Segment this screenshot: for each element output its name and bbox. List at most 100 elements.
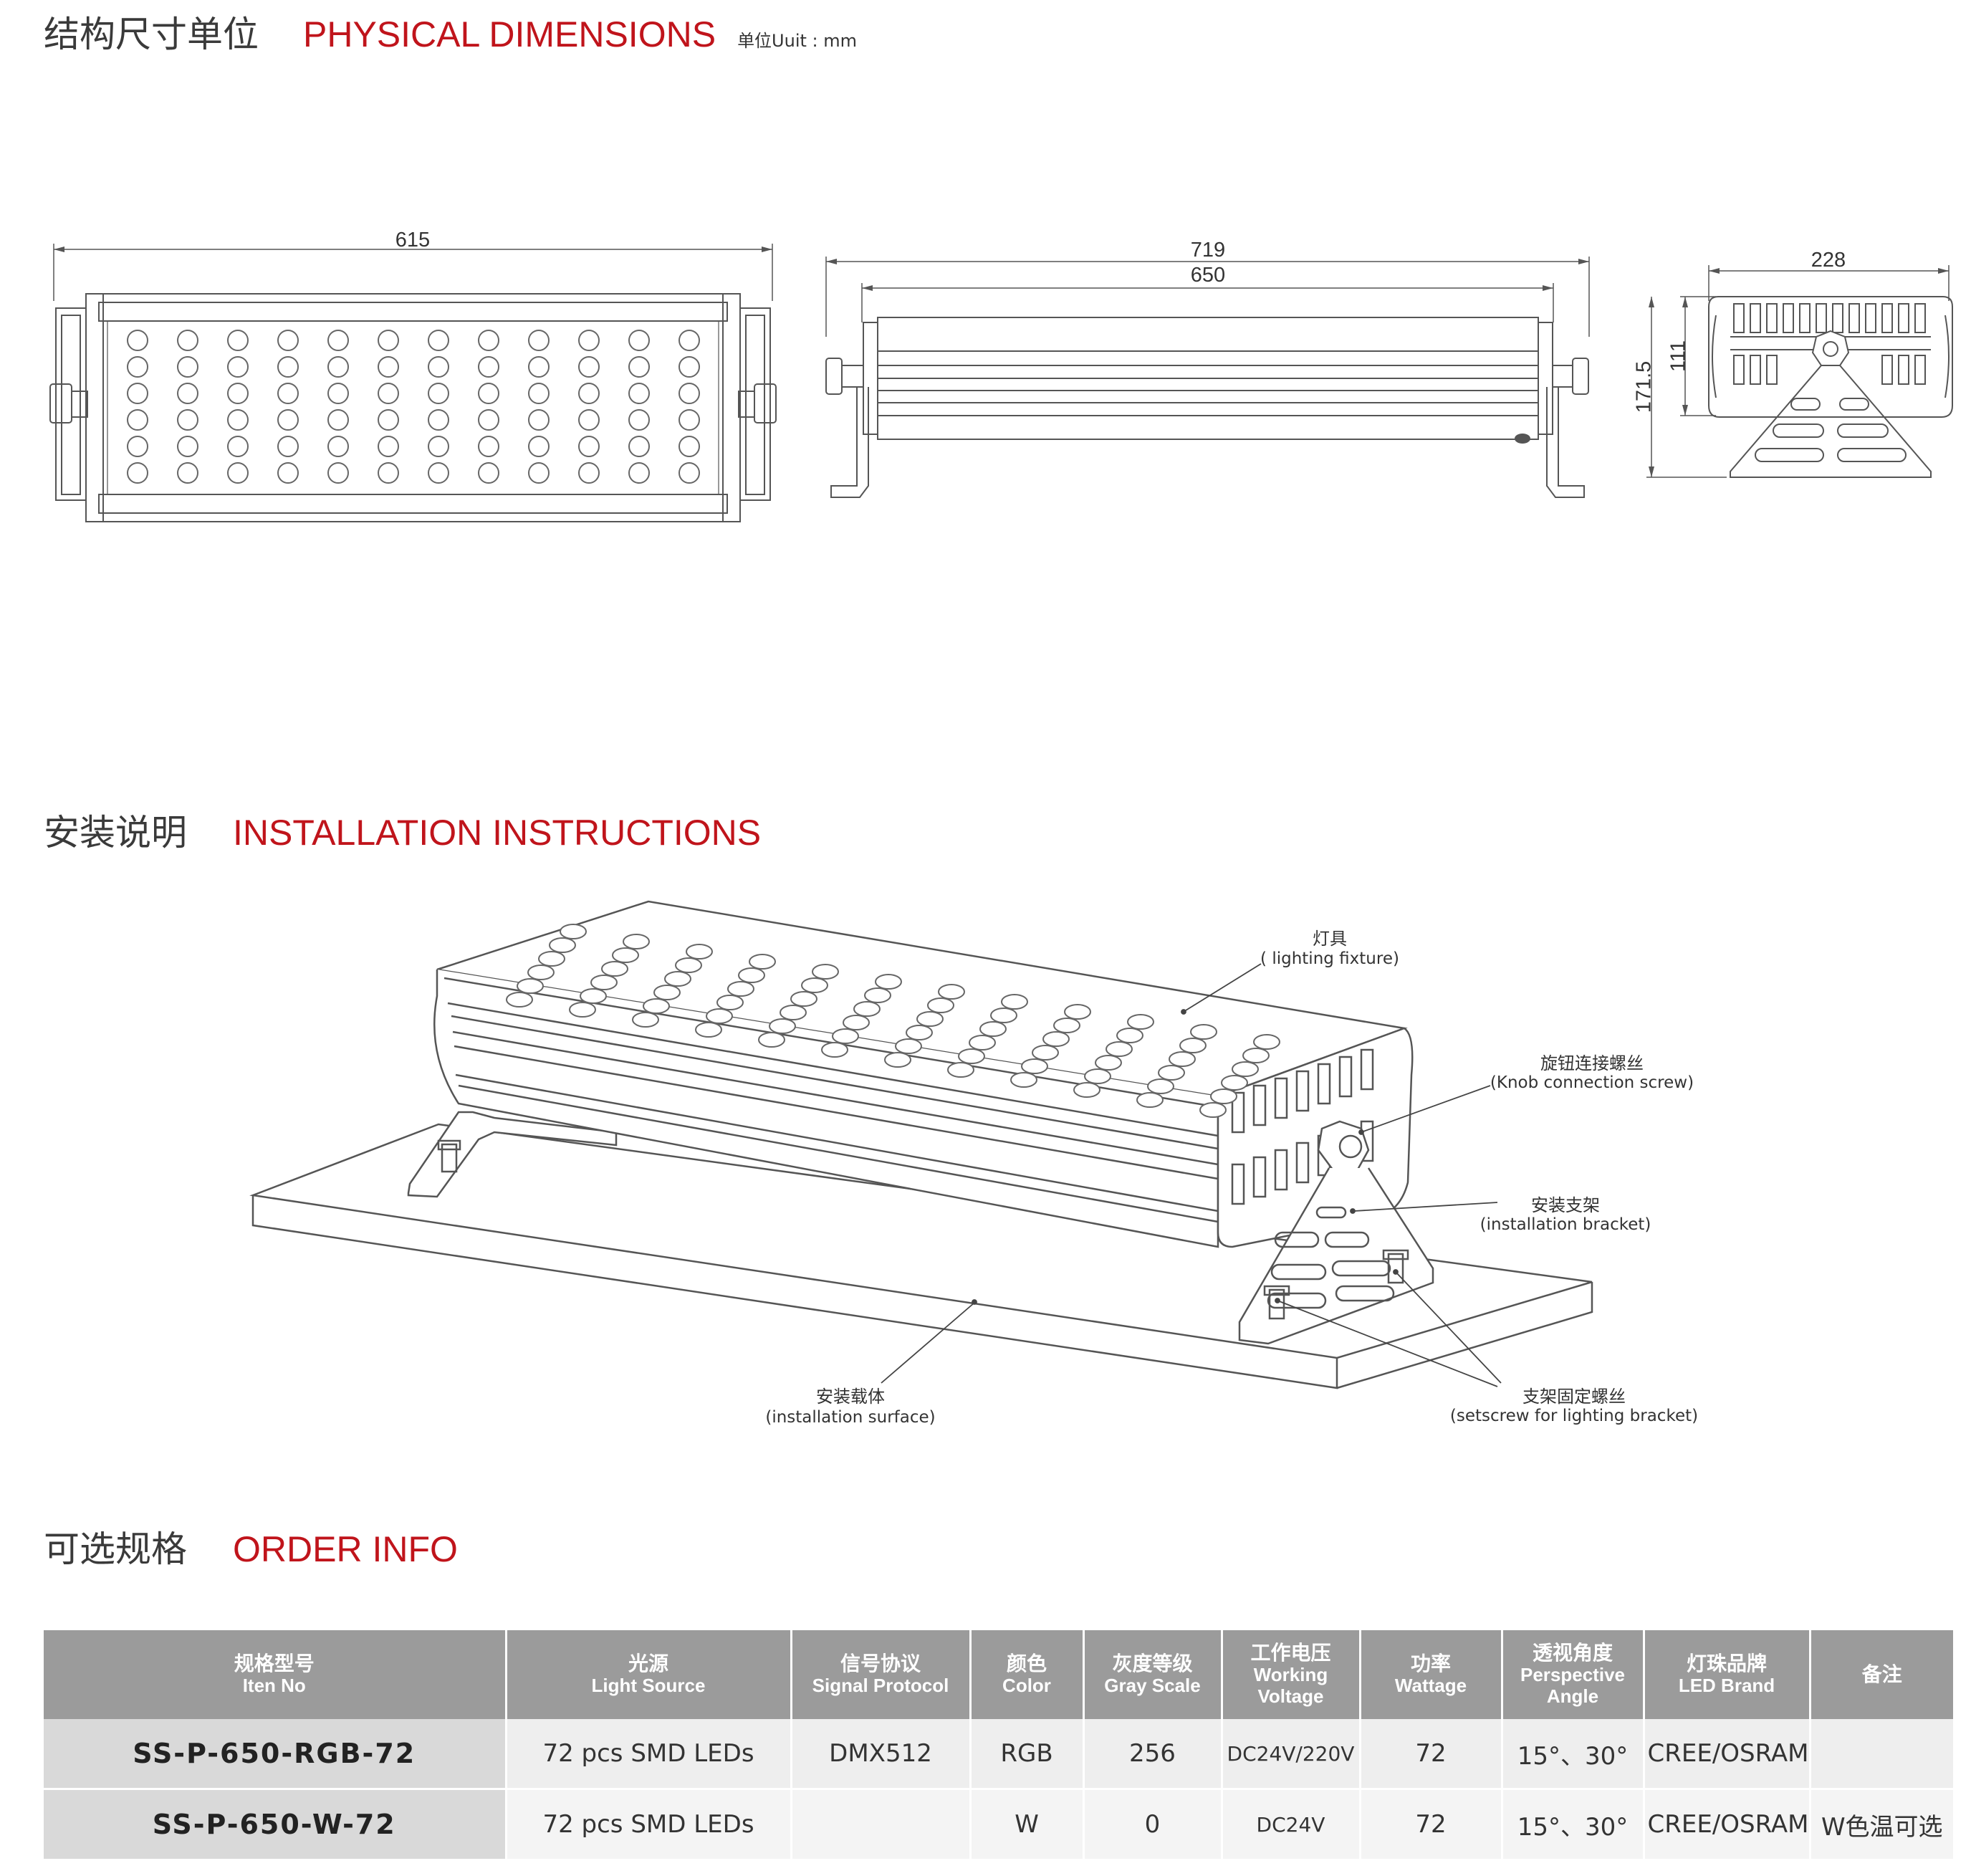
led-dot <box>428 356 449 378</box>
led-dot <box>478 436 499 457</box>
cell-working-voltage: DC24V/220V <box>1222 1719 1361 1789</box>
led-dot <box>1253 1034 1280 1050</box>
dim-side-body: 650 <box>1191 264 1225 287</box>
heat-fin <box>1898 303 1909 333</box>
led-dot <box>578 462 600 484</box>
led-dot <box>578 330 600 351</box>
dim-side-total: 719 <box>1191 239 1225 262</box>
led-dot <box>938 984 965 1000</box>
heat-fin <box>1317 1063 1331 1105</box>
cell-remarks <box>1810 1719 1953 1789</box>
led-dot <box>327 436 349 457</box>
heat-fin <box>1766 303 1778 333</box>
led-dot <box>177 330 198 351</box>
led-dot <box>127 409 148 431</box>
led-dot <box>1073 1082 1100 1098</box>
cell-light-source: 72 pcs SMD LEDs <box>506 1789 792 1860</box>
led-dot <box>1001 994 1028 1010</box>
heat-fin <box>1881 355 1893 385</box>
led-dot <box>277 409 299 431</box>
led-dot <box>378 330 399 351</box>
led-dot <box>378 409 399 431</box>
led-dot <box>177 462 198 484</box>
heat-fin <box>1231 1091 1245 1134</box>
led-dot <box>549 937 576 953</box>
led-dot <box>864 987 891 1003</box>
led-dot <box>578 356 600 378</box>
led-dot <box>1053 1018 1080 1033</box>
led-dot <box>1095 1055 1122 1071</box>
heat-fin <box>1750 355 1761 385</box>
led-dot <box>1221 1075 1248 1091</box>
led-dot <box>1199 1102 1227 1118</box>
led-dot <box>664 971 691 987</box>
heat-fin <box>1766 355 1778 385</box>
led-dot <box>601 961 628 977</box>
header-remarks: 备注 <box>1810 1630 1953 1719</box>
cell-remarks: W色温可选 <box>1810 1789 1953 1860</box>
led-dot <box>428 330 449 351</box>
led-dot <box>1021 1058 1048 1074</box>
dim-end-height-body: 111 <box>1667 340 1690 372</box>
led-dot <box>478 330 499 351</box>
led-dot <box>127 383 148 404</box>
led-dot <box>695 1022 722 1038</box>
callout-bracket-en: (installation bracket) <box>1480 1215 1651 1234</box>
header-item-no-cn: 规格型号 <box>234 1652 315 1675</box>
led-dot <box>1242 1048 1270 1063</box>
led-dot <box>277 436 299 457</box>
heat-fin <box>1231 1163 1245 1205</box>
header-light-source-en: Light Source <box>591 1675 706 1696</box>
header-signal-protocol-cn: 信号协议 <box>840 1652 921 1675</box>
cell-signal-protocol: DMX512 <box>791 1719 972 1789</box>
cell-gray-scale: 256 <box>1083 1719 1223 1789</box>
led-dot <box>769 1018 796 1034</box>
led-dot <box>578 383 600 404</box>
led-dot <box>790 991 817 1007</box>
callout-knob-en: (Knob connection screw) <box>1490 1073 1694 1092</box>
led-dot <box>643 998 670 1014</box>
technical-drawings: 615 719 650 <box>49 229 1953 1427</box>
header-perspective-angle-cn: 透视角度 <box>1532 1641 1613 1665</box>
led-dot <box>1116 1028 1143 1043</box>
cell-perspective-angle: 15°、30° <box>1502 1719 1645 1789</box>
callout-fixture-cn: 灯具 <box>1313 929 1347 949</box>
led-dot <box>517 978 544 994</box>
led-dot <box>738 967 765 983</box>
cell-led-brand: CREE/OSRAM <box>1644 1719 1811 1789</box>
led-dot <box>1064 1004 1091 1020</box>
led-dot <box>812 964 839 980</box>
heat-fin <box>1914 355 1926 385</box>
heat-fin <box>1799 303 1811 333</box>
heat-fin <box>1252 1084 1267 1126</box>
dimensions-heading: 结构尺寸单位 PHYSICAL DIMENSIONS 单位Uuit : mm <box>44 6 857 57</box>
led-dot <box>623 934 650 949</box>
callout-bracket-cn: 安装支架 <box>1531 1195 1600 1215</box>
led-dot <box>906 1025 933 1040</box>
led-dot <box>177 409 198 431</box>
callout-knob-cn: 旋钮连接螺丝 <box>1540 1053 1644 1073</box>
led-dot <box>979 1021 1007 1037</box>
led-dot <box>675 957 702 973</box>
unit-note: 单位Uuit : mm <box>737 31 858 51</box>
led-dot <box>478 462 499 484</box>
cell-color: W <box>970 1789 1085 1860</box>
led-dot <box>127 356 148 378</box>
led-dot <box>528 330 550 351</box>
led-dot <box>678 330 700 351</box>
order-title-cn: 可选规格 <box>44 1528 187 1570</box>
led-dot <box>378 383 399 404</box>
led-dot <box>127 330 148 351</box>
cell-perspective-angle: 15°、30° <box>1502 1789 1645 1860</box>
led-dot <box>569 1002 596 1018</box>
callout-surface-cn: 安装载体 <box>816 1387 885 1407</box>
dimensions-title-en: PHYSICAL DIMENSIONS <box>303 14 716 54</box>
header-color-en: Color <box>1002 1675 1051 1696</box>
led-dot <box>277 330 299 351</box>
led-dot <box>678 383 700 404</box>
